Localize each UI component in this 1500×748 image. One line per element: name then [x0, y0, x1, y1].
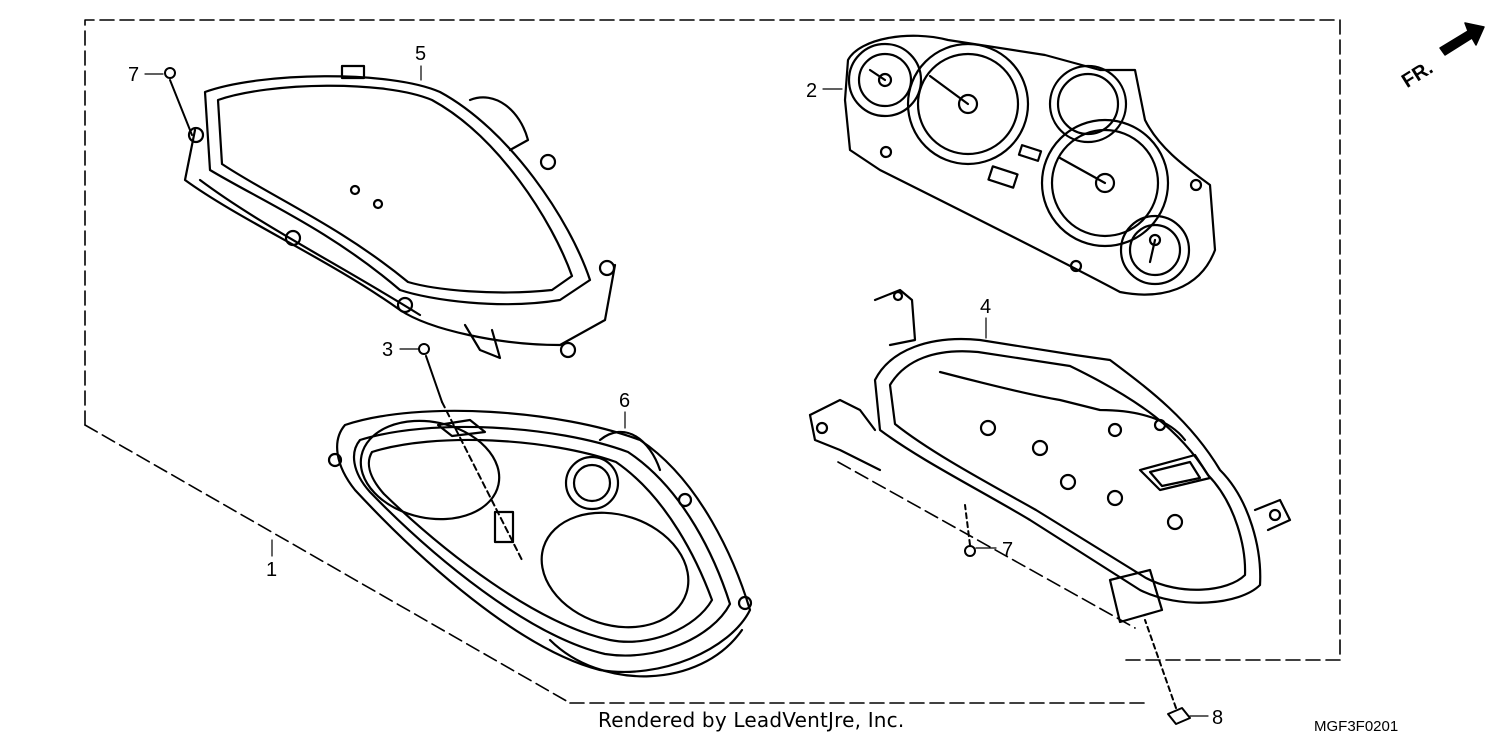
screw-part-8 [1144, 619, 1191, 725]
meter-panel-part-6 [327, 409, 753, 678]
part-label-7: 7 [1002, 539, 1013, 561]
front-label: FR. [1398, 57, 1437, 93]
screw-part-7-lower [964, 504, 976, 557]
part-label-3: 3 [382, 339, 393, 361]
assembly-boundary [84, 19, 1341, 704]
screw-part-3 [418, 343, 523, 561]
combination-meter-part-2 [843, 34, 1217, 296]
screw-part-7-upper [164, 67, 193, 136]
part-label-2: 2 [806, 80, 817, 102]
part-label-1: 1 [266, 559, 277, 581]
leader-lines [144, 65, 1209, 717]
credit-text: Rendered by LeadVentJre, Inc. [598, 708, 905, 732]
part-label-6: 6 [619, 390, 630, 412]
part-label-4: 4 [980, 296, 991, 318]
meter-case-part-4 [808, 288, 1292, 624]
part-label-8: 8 [1212, 707, 1223, 729]
front-arrow-icon [1439, 22, 1485, 56]
part-label-5: 5 [415, 43, 426, 65]
meter-cover-part-5 [183, 64, 617, 360]
diagram-code: MGF3F0201 [1314, 718, 1399, 735]
part-label-7: 7 [128, 64, 139, 86]
